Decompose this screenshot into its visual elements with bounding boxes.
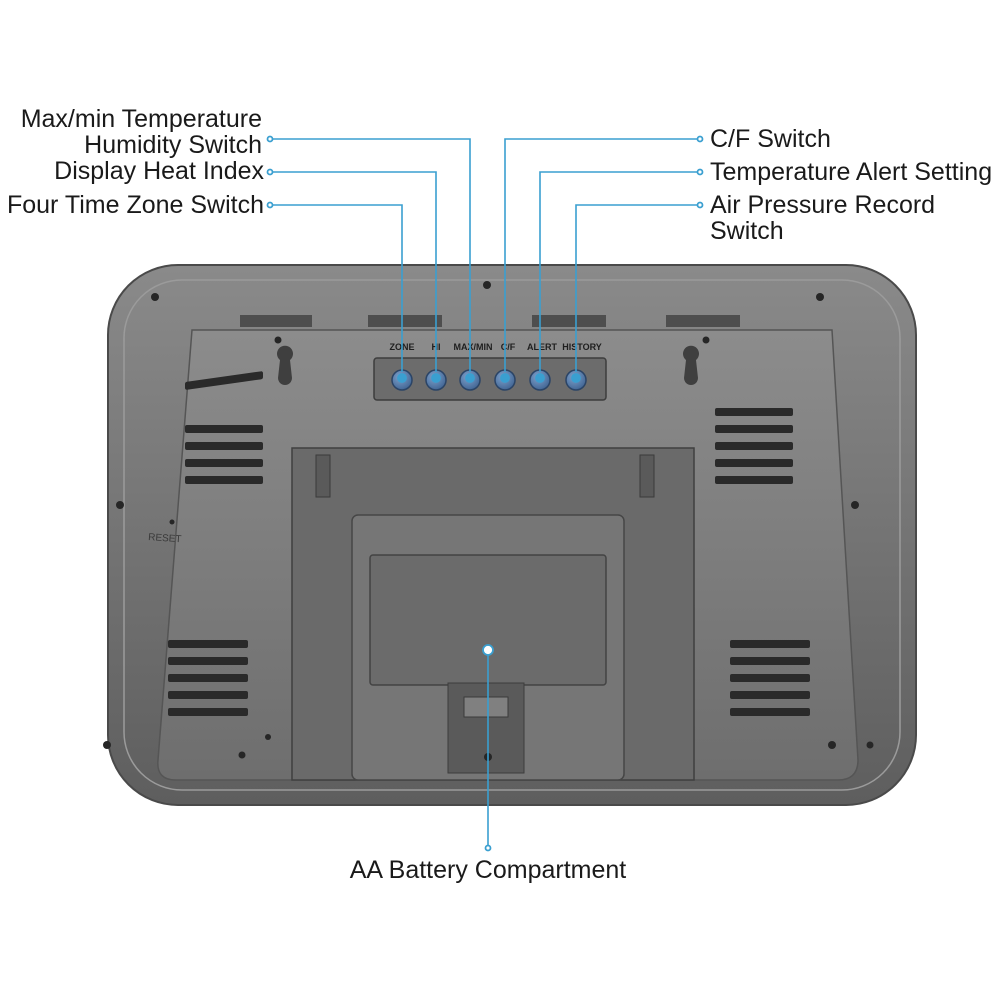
callout-temp-alert-text: Temperature Alert Setting xyxy=(710,158,993,186)
maxmin-label: MAX/MIN xyxy=(454,342,493,352)
battery-latch[interactable] xyxy=(463,696,509,718)
vent-slots-upper-right xyxy=(715,408,793,484)
callout-pressure-line1: Air Pressure Record xyxy=(710,191,936,219)
vent-slots-lower-left xyxy=(168,640,248,716)
callout-cf-text: C/F Switch xyxy=(710,125,831,153)
callout-pressure-record: Air Pressure Record Switch xyxy=(710,192,935,244)
callout-temp-alert: Temperature Alert Setting xyxy=(710,159,992,185)
callout-time-zone-text: Four Time Zone Switch xyxy=(6,191,264,219)
leader-pressure-record xyxy=(575,204,700,372)
callout-endpoints xyxy=(266,135,704,852)
callout-battery-text: AA Battery Compartment xyxy=(349,856,627,884)
vent-slots-upper-left xyxy=(185,371,263,484)
callout-maxmin-humidity: Max/min Temperature Humidity Switch xyxy=(21,106,262,158)
keyhole-icon xyxy=(277,345,699,385)
stand-hinge-right xyxy=(639,454,655,498)
reset-label: RESET xyxy=(148,532,182,545)
callout-maxmin-line1: Max/min Temperature xyxy=(20,105,262,133)
callout-battery: AA Battery Compartment xyxy=(342,857,634,883)
callout-heat-index-text: Display Heat Index xyxy=(54,157,264,185)
cf-label: C/F xyxy=(501,342,516,352)
leader-time-zone xyxy=(270,204,403,372)
housing-inner-bevel xyxy=(123,279,901,791)
history-label: HISTORY xyxy=(562,342,602,352)
callout-time-zone: Four Time Zone Switch xyxy=(7,192,264,218)
screw-holes xyxy=(103,281,874,759)
vent-slots-lower-right xyxy=(730,640,810,716)
leader-maxmin-humidity xyxy=(270,138,471,372)
leader-temp-alert xyxy=(539,171,700,372)
leader-cf-switch xyxy=(504,138,700,372)
callout-pressure-line2: Switch xyxy=(710,217,784,245)
stand-hinge-left xyxy=(315,454,331,498)
callout-leader-lines xyxy=(270,138,700,848)
leader-heat-index xyxy=(270,171,437,372)
callout-cf-switch: C/F Switch xyxy=(710,126,831,152)
callout-maxmin-line2: Humidity Switch xyxy=(84,131,262,159)
housing-clip-tabs xyxy=(240,315,740,327)
callout-heat-index: Display Heat Index xyxy=(54,158,264,184)
alert-label: ALERT xyxy=(527,342,557,352)
